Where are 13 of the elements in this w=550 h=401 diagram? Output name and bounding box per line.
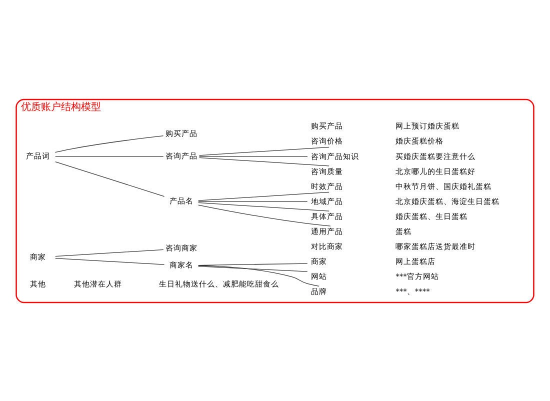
connector: [198, 146, 330, 156]
connector: [55, 258, 165, 264]
connector: [54, 135, 164, 152]
connector: [198, 204, 331, 226]
connector: [198, 202, 330, 211]
connector: [198, 262, 308, 266]
connector: [198, 266, 308, 272]
connector: [55, 248, 164, 256]
connector: [198, 191, 330, 200]
connector: [198, 264, 320, 286]
connector: [198, 156, 330, 166]
connector: [198, 200, 308, 202]
connector: [55, 160, 165, 196]
